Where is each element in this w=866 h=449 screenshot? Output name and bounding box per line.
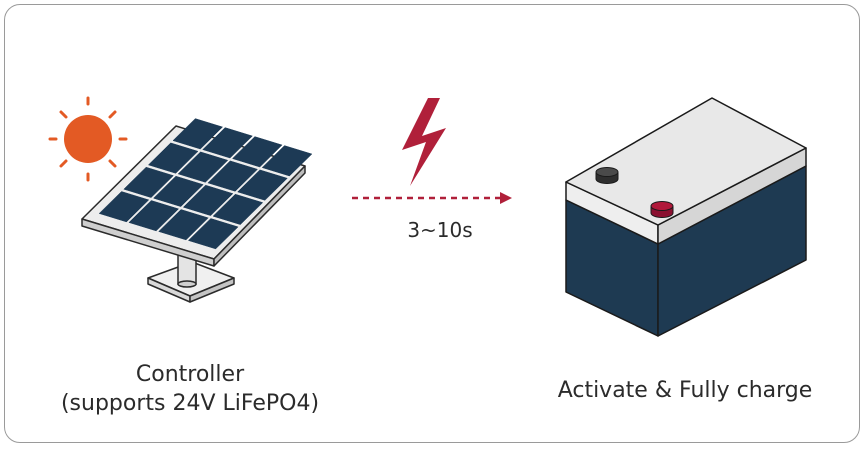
lightning-bolt-icon xyxy=(402,98,446,186)
positive-terminal xyxy=(650,201,674,218)
controller-label-line2: (supports 24V LiFePO4) xyxy=(60,391,320,416)
negative-terminal xyxy=(595,167,619,184)
battery-label: Activate & Fully charge xyxy=(557,378,813,403)
battery-icon xyxy=(565,97,807,337)
solar-panel-icon xyxy=(81,118,313,303)
controller-label: Controller (supports 24V LiFePO4) xyxy=(40,360,340,418)
controller-label-line1: Controller xyxy=(135,362,245,387)
sun-icon xyxy=(48,96,128,182)
duration-label: 3~10s xyxy=(407,218,473,242)
dashed-arrow-icon xyxy=(352,192,512,204)
